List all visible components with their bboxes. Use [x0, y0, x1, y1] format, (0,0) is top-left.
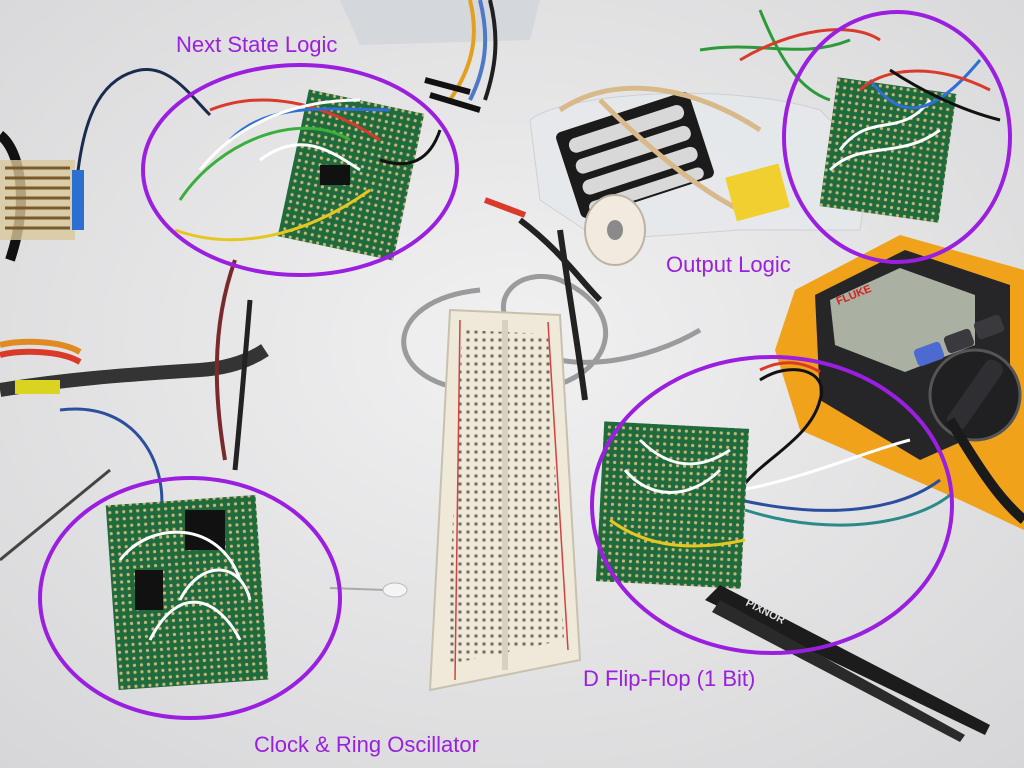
multimeter: FLUKE	[775, 235, 1024, 530]
ellipse-clock	[38, 476, 342, 720]
next-state-board	[174, 89, 442, 261]
label-output-logic: Output Logic	[666, 252, 791, 277]
resistor-strip	[0, 160, 75, 240]
dff-board	[595, 361, 951, 589]
ellipse-next-state	[141, 63, 459, 277]
label-clock-oscillator: Clock & Ring Oscillator	[254, 732, 479, 757]
tweezers: PIXNOR	[705, 585, 990, 742]
plastic-bag	[340, 0, 540, 45]
label-d-flip-flop: D Flip-Flop (1 Bit)	[583, 666, 756, 691]
probe-red	[483, 197, 527, 218]
blue-probe-cable	[73, 68, 212, 201]
output-board	[819, 59, 1001, 223]
clock-board	[59, 259, 269, 691]
label-next-state-logic: Next State Logic	[176, 32, 338, 57]
ellipse-dff	[590, 355, 954, 655]
breadboard	[428, 308, 582, 692]
ellipse-output	[782, 10, 1012, 264]
annotation-ellipses	[38, 10, 1012, 720]
blue-connector	[72, 170, 84, 230]
jumper-pins	[424, 77, 481, 113]
probe-tip-yellow	[15, 380, 60, 394]
